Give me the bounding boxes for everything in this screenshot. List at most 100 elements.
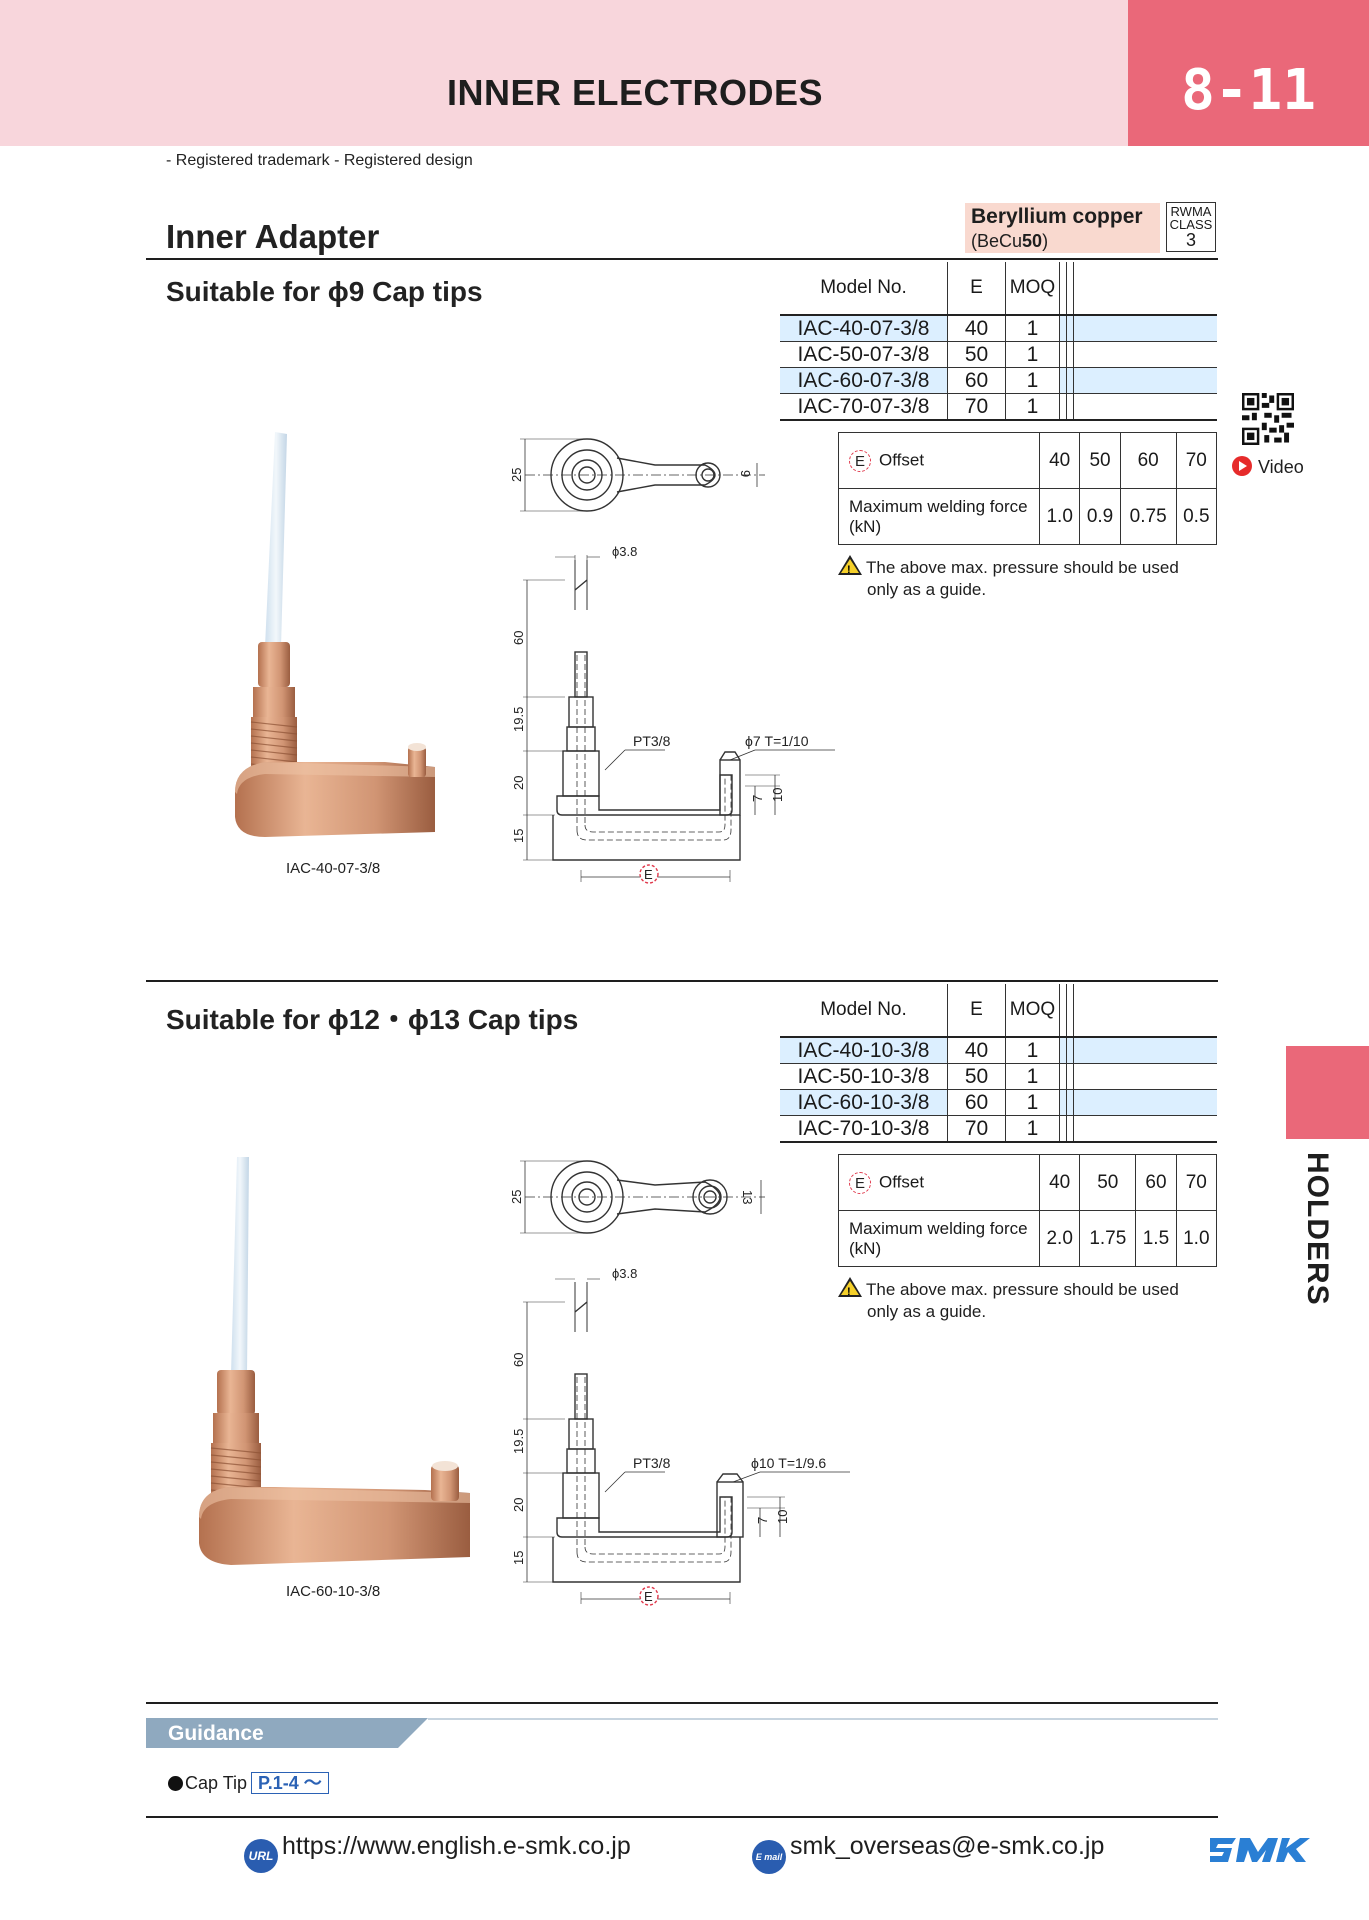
offset-value: 70 — [1175, 1154, 1218, 1211]
footer-divider — [146, 1816, 1218, 1818]
page-reference-link[interactable]: P.1-4 ～ — [251, 1772, 329, 1794]
e-cell: 60 — [947, 1089, 1006, 1116]
force-value: 1.5 — [1135, 1210, 1177, 1267]
dim-phi: ϕ3.8 — [612, 1266, 637, 1281]
email-icon: E mail — [752, 1840, 786, 1874]
header-e: E — [947, 262, 1006, 316]
model-cell: IAC-60-07-3/8 — [780, 367, 948, 394]
model-cell: IAC-60-10-3/8 — [780, 1089, 948, 1116]
header-model: Model No. — [780, 984, 948, 1038]
note-line-1: The above max. pressure should be used — [866, 558, 1179, 577]
photo-caption-2: IAC-60-10-3/8 — [286, 1583, 381, 1600]
guidance-title: Guidance — [168, 1722, 264, 1745]
photo-caption-1: IAC-40-07-3/8 — [286, 860, 381, 877]
offset-value: 40 — [1038, 1154, 1081, 1211]
tip-label: ϕ7 T=1/10 — [745, 733, 809, 749]
e-mark: E — [644, 867, 653, 882]
tip-label: ϕ10 T=1/9.6 — [751, 1455, 826, 1471]
force-value: 0.9 — [1079, 488, 1121, 545]
e-mark: E — [644, 1589, 653, 1604]
header-moq: MOQ — [1005, 262, 1060, 316]
force-label-cell: Maximum welding force(kN) — [838, 1210, 1040, 1267]
material-code-number: 50 — [1022, 231, 1043, 251]
offset-value: 40 — [1038, 432, 1081, 489]
warning-icon: ! — [838, 555, 862, 576]
url-icon: URL — [244, 1839, 278, 1873]
model-cell: IAC-50-10-3/8 — [780, 1063, 948, 1090]
side-tab-text: HOLDERS — [1301, 1152, 1334, 1306]
header-model: Model No. — [780, 262, 948, 316]
e-cell: 50 — [947, 1063, 1006, 1090]
force-label: Maximum welding force — [849, 496, 1028, 516]
rwma-label: RWMA — [1170, 204, 1212, 219]
force-value: 0.75 — [1119, 488, 1177, 545]
section-title: Inner Adapter — [166, 218, 380, 255]
side-tab-label: HOLDERS — [1290, 1152, 1360, 1312]
e-cell: 50 — [947, 341, 1006, 368]
page-number: 8-11 — [1181, 58, 1316, 123]
force-label-cell: Maximum welding force(kN) — [838, 488, 1040, 545]
qr-code-icon[interactable] — [1242, 393, 1294, 445]
section-divider-2 — [146, 980, 1218, 982]
e-symbol: E — [849, 1171, 871, 1194]
offset-value: 50 — [1079, 1154, 1137, 1211]
header-moq: MOQ — [1005, 984, 1060, 1038]
pressure-note-1: !The above max. pressure should be used … — [838, 555, 1218, 601]
material-name: Beryllium copper — [971, 205, 1143, 228]
product-photo-2 — [199, 1157, 470, 1565]
e-cell: 60 — [947, 367, 1006, 394]
note-line-2: only as a guide. — [867, 580, 987, 599]
model-cell: IAC-70-07-3/8 — [780, 393, 948, 421]
product-photo-1 — [235, 432, 435, 837]
website-url: https://www.english.e-smk.co.jp — [282, 1832, 631, 1860]
material-code-prefix: (BeCu — [971, 231, 1023, 251]
dim-small: 13 — [740, 1190, 755, 1204]
product-subtitle-2: Suitable for ϕ12・ϕ13 Cap tips — [166, 1004, 579, 1035]
rwma-class-label: CLASS — [1169, 217, 1213, 232]
section-divider — [146, 258, 1218, 260]
technical-drawing-1: 25 9 ϕ3.8 60 19.5 20 15 PT3/8 ϕ7 T=1/10 … — [509, 438, 835, 884]
trademark-note: - Registered trademark - Registered desi… — [166, 152, 473, 169]
email-address: smk_overseas@e-smk.co.jp — [790, 1832, 1105, 1860]
e-cell: 40 — [947, 1037, 1006, 1064]
dim-60: 60 — [511, 1353, 526, 1367]
force-label: Maximum welding force — [849, 1218, 1028, 1238]
force-value: 1.0 — [1038, 488, 1081, 545]
thread-label: PT3/8 — [633, 733, 671, 749]
product-subtitle-1: Suitable for ϕ9 Cap tips — [166, 276, 483, 307]
pressure-note-2: !The above max. pressure should be used … — [838, 1277, 1218, 1323]
force-unit: (kN) — [849, 1238, 882, 1258]
force-unit: (kN) — [849, 516, 882, 536]
technical-drawing-2: 25 13 ϕ3.8 60 19.5 20 15 PT3/8 ϕ10 T=1/9… — [509, 1160, 850, 1606]
offset-value: 60 — [1135, 1154, 1177, 1211]
side-tab[interactable] — [1286, 1046, 1369, 1139]
material-code: (BeCu50) — [971, 231, 1048, 252]
dim-19-5: 19.5 — [511, 1429, 526, 1454]
dim-25: 25 — [509, 468, 524, 482]
offset-label-cell: E Offset — [838, 1154, 1040, 1211]
dim-small: 9 — [738, 470, 753, 477]
play-icon — [1232, 456, 1252, 476]
offset-label: Offset — [879, 449, 925, 469]
company-logo — [1210, 1838, 1310, 1862]
offset-label: Offset — [879, 1171, 925, 1191]
bullet-icon — [168, 1776, 183, 1791]
e-cell: 70 — [947, 393, 1006, 421]
dim-7: 7 — [750, 795, 765, 802]
dim-phi: ϕ3.8 — [612, 544, 637, 559]
moq-cell: 1 — [1005, 1063, 1060, 1090]
dim-10: 10 — [770, 788, 785, 802]
video-link[interactable]: Video — [1232, 456, 1304, 478]
offset-value: 50 — [1079, 432, 1121, 489]
model-cell: IAC-40-07-3/8 — [780, 315, 948, 342]
guidance-band — [146, 1718, 1218, 1748]
